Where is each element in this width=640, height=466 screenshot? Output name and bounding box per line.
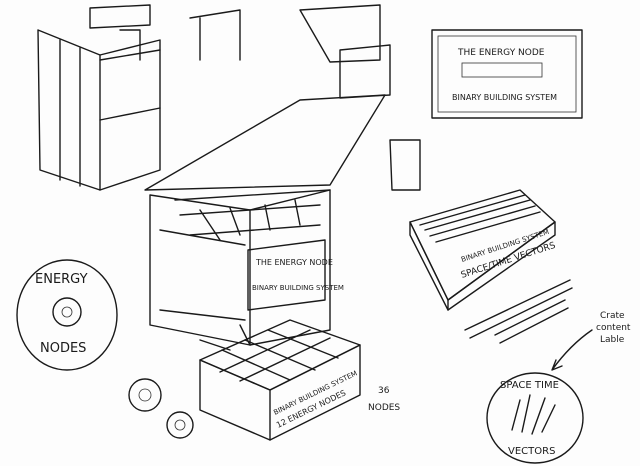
chest-label-subtitle: BINARY BUILDING SYSTEM <box>252 284 344 292</box>
space-time-vectors-badge: SPACE TIME VECTORS <box>486 372 584 464</box>
badge-space-time-text: SPACE TIME <box>500 380 559 391</box>
nodes-count-number: 36 <box>378 386 390 396</box>
nodes-tray-sketch <box>199 319 361 441</box>
energy-node-pieces <box>128 378 194 439</box>
annotation-line-2: content <box>596 323 631 333</box>
chest-label-title: THE ENERGY NODE <box>255 258 333 267</box>
label-box-subtitle: BINARY BUILDING SYSTEM <box>452 93 557 102</box>
annotation-line-1: Crate <box>600 311 625 321</box>
badge-nodes-text: NODES <box>40 341 86 356</box>
energy-nodes-badge: ENERGY NODES <box>16 259 118 371</box>
arrow-icon <box>551 329 593 371</box>
chest-sketch <box>144 94 386 351</box>
annotation-line-3: Lable <box>600 335 625 345</box>
label-box-title: THE ENERGY NODE <box>457 48 545 58</box>
nodes-count-label: NODES <box>368 403 400 413</box>
corner-bracket-sketch <box>37 4 421 191</box>
badge-energy-text: ENERGY <box>35 272 88 287</box>
badge-vectors-text: VECTORS <box>508 446 555 457</box>
vectors-crate-sketch <box>409 189 573 344</box>
crate-content-annotation: Crate content Lable <box>551 311 631 371</box>
label-design-box: THE ENERGY NODE BINARY BUILDING SYSTEM <box>431 29 583 119</box>
